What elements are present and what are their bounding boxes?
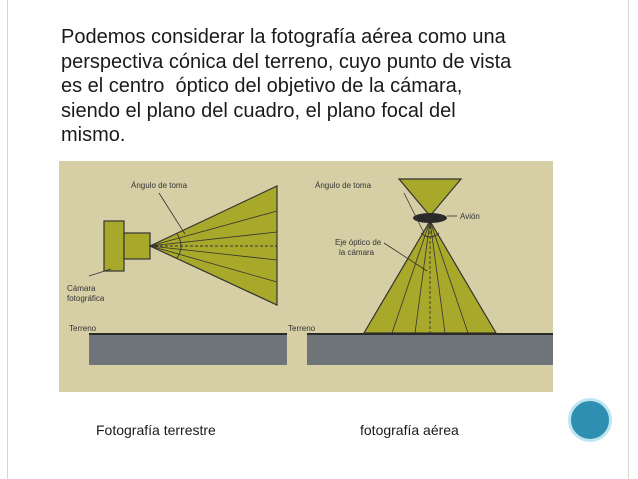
axis-label-line1: Eje óptico de — [335, 238, 382, 247]
terrestrial-angle-label: Ángulo de toma — [131, 181, 188, 190]
terrestrial-ground-label: Terreno — [69, 324, 97, 333]
diagram-svg: Ángulo de toma Cámara fotográfica Terren… — [59, 161, 553, 392]
camera-body — [103, 220, 125, 272]
slide-left-border — [7, 0, 8, 479]
terrestrial-ground — [89, 333, 287, 365]
terrestrial-rays — [149, 210, 278, 283]
aerial-angle-label: Ángulo de toma — [315, 181, 372, 190]
aerial-ground — [307, 333, 553, 365]
axis-label-line2: la cámara — [339, 248, 375, 257]
airplane-shape — [413, 213, 447, 223]
aerial-rays — [391, 220, 469, 334]
perspective-diagram: Ángulo de toma Cámara fotográfica Terren… — [59, 161, 553, 392]
camera-lens — [123, 232, 151, 260]
terrestrial-angle-leader — [158, 192, 186, 235]
aerial-angle-arc — [420, 232, 440, 238]
caption-terrestrial: Fotografía terrestre — [96, 422, 216, 438]
camera-label-leader — [88, 268, 112, 277]
camera-label-line1: Cámara — [67, 284, 96, 293]
slide-right-border — [628, 0, 629, 479]
axis-label-leader — [383, 242, 428, 272]
camera-label-line2: fotográfica — [67, 294, 105, 303]
aerial-angle-leader — [403, 192, 425, 234]
aerial-film-cone — [397, 178, 463, 217]
decorative-circle — [568, 398, 612, 442]
terrestrial-angle-arc — [176, 233, 182, 259]
terrestrial-panel: Ángulo de toma Cámara fotográfica Terren… — [67, 181, 287, 365]
bullet-text: Podemos considerar la fotografía aérea c… — [61, 26, 512, 146]
aerial-ground-label: Terreno — [288, 324, 316, 333]
terrestrial-cone — [148, 185, 278, 306]
caption-aerial: fotografía aérea — [360, 422, 459, 438]
airplane-label: Avión — [460, 212, 480, 221]
aerial-panel: Avión Ángulo de toma Eje óptico de la cá… — [288, 178, 553, 365]
